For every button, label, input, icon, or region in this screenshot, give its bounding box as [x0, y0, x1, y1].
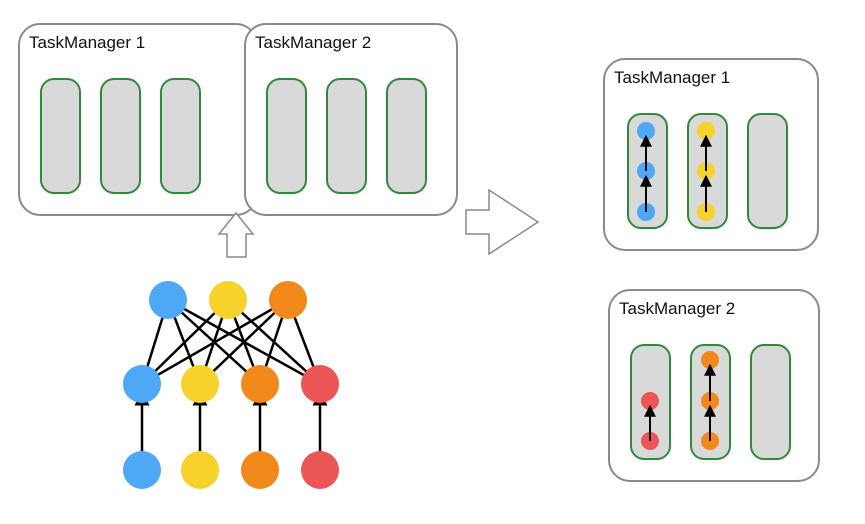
- right-taskmanager-1: TaskManager 1: [603, 58, 819, 251]
- task-slot: [266, 78, 307, 194]
- task-slot: [40, 78, 81, 194]
- source-node-red: [301, 451, 339, 489]
- left-taskmanager-1-label: TaskManager 1: [29, 33, 146, 52]
- top-node-orange: [269, 281, 307, 319]
- task-slot: [747, 113, 788, 229]
- graph-edges: [134, 298, 328, 470]
- middle-node-blue: [123, 365, 161, 403]
- edge: [166, 298, 261, 385]
- source-node-blue: [123, 451, 161, 489]
- tm2-red-chain: [641, 392, 659, 450]
- source-node-orange: [241, 451, 279, 489]
- tm2-orange-chain: [701, 351, 719, 450]
- task-slot: [750, 344, 791, 460]
- middle-node-orange: [241, 365, 279, 403]
- task-slot: [326, 78, 367, 194]
- tm1-blue-chain: [637, 122, 655, 221]
- right-taskmanager-2-label: TaskManager 2: [619, 299, 736, 318]
- edge: [166, 298, 321, 386]
- left-taskmanager-2: TaskManager 2: [244, 23, 458, 216]
- edge: [226, 298, 321, 385]
- left-taskmanager-2-label: TaskManager 2: [255, 33, 372, 52]
- graph-nodes: [123, 281, 339, 489]
- task-slot: [160, 78, 201, 194]
- tm1-yellow-chain: [697, 122, 715, 221]
- left-taskmanager-1: TaskManager 1: [18, 23, 258, 216]
- right-taskmanager-2: TaskManager 2: [608, 289, 820, 482]
- top-node-yellow: [209, 281, 247, 319]
- middle-node-yellow: [181, 365, 219, 403]
- middle-node-red: [301, 365, 339, 403]
- source-node-yellow: [181, 451, 219, 489]
- arrow-right-icon: [465, 188, 540, 256]
- top-node-blue: [149, 281, 187, 319]
- task-slot: [386, 78, 427, 194]
- task-slot: [100, 78, 141, 194]
- arrow-up-icon: [217, 211, 255, 258]
- right-taskmanager-1-label: TaskManager 1: [614, 68, 731, 87]
